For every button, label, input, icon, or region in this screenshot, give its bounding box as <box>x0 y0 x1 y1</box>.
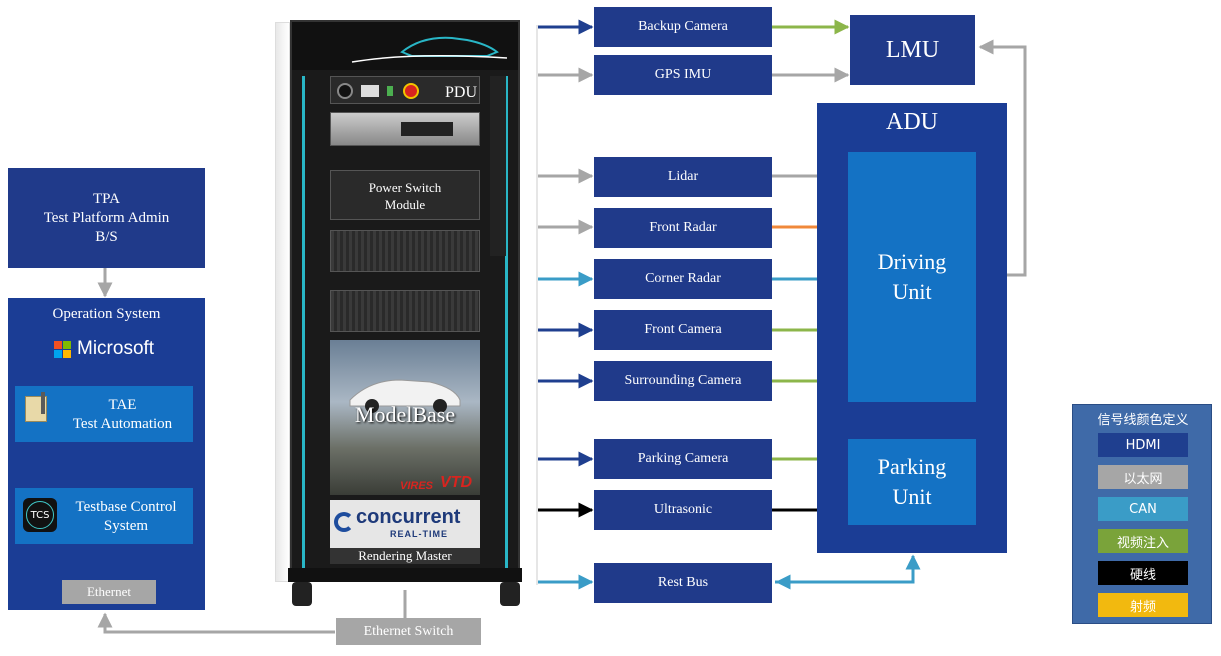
tpa-type: B/S <box>95 228 118 245</box>
power-switch-module: Power Switch Module <box>330 170 480 220</box>
parking-unit-line1: Parking <box>877 454 947 479</box>
adu-label: ADU <box>886 109 938 135</box>
lidar-box: Lidar <box>594 157 772 197</box>
power-knob-icon <box>337 83 353 99</box>
operation-system-panel: Operation System Microsoft TAE Test Auto… <box>8 298 205 610</box>
tae-subtitle: Test Automation <box>72 416 173 432</box>
wheel-right-icon <box>500 582 520 606</box>
parking-unit-box: Parking Unit <box>848 439 976 525</box>
server-rack: PDU Power Switch Module ModelBase VIRES … <box>275 20 522 610</box>
wheel-left-icon <box>292 582 312 606</box>
power-switch-line2: Module <box>384 197 426 212</box>
microsoft-logo: Microsoft <box>54 338 154 360</box>
line-restbus-to-adu <box>775 554 921 584</box>
tpa-box: TPA Test Platform Admin B/S <box>8 168 205 268</box>
pdu-panel <box>330 76 480 104</box>
tcs-icon: TCS <box>23 498 57 532</box>
legend-item-rf: 射频 <box>1098 593 1188 617</box>
modelbase-label: ModelBase <box>354 402 456 427</box>
tae-box: TAE Test Automation <box>15 386 193 442</box>
pdu-label: PDU <box>445 84 478 101</box>
car-image-icon <box>349 379 461 413</box>
rack-header <box>292 22 518 70</box>
microsoft-label: Microsoft <box>77 338 155 359</box>
rack-device-unit <box>330 112 480 146</box>
modelbase-panel: ModelBase VIRES VTD <box>330 340 480 495</box>
indicator-green-icon <box>387 86 393 96</box>
tcs-title: Testbase Control <box>75 499 177 515</box>
tpa-title: TPA <box>93 190 120 207</box>
rack-base <box>288 568 522 582</box>
parking-camera-box: Parking Camera <box>594 439 772 479</box>
emergency-stop-icon <box>403 83 419 99</box>
ethernet-switch-box: Ethernet Switch <box>336 618 481 645</box>
os-title: Operation System <box>52 306 161 322</box>
rack-accent-left <box>302 76 305 576</box>
parking-unit-line2: Unit <box>892 484 932 509</box>
lmu-box: LMU <box>850 15 975 85</box>
legend-item-video: 视频注入 <box>1098 529 1188 553</box>
corner-radar-box: Corner Radar <box>594 259 772 299</box>
ultrasonic-box: Ultrasonic <box>594 490 772 530</box>
front-radar-box: Front Radar <box>594 208 772 248</box>
front-camera-box: Front Camera <box>594 310 772 350</box>
legend-item-hardwire: 硬线 <box>1098 561 1188 585</box>
car-logo-icon <box>351 36 508 63</box>
windows-icon <box>54 340 71 358</box>
vires-label: VIRES <box>400 480 434 492</box>
adu-box: ADU Driving Unit Parking Unit <box>817 103 1007 553</box>
device-display <box>401 122 453 136</box>
rendering-master-label: Rendering Master <box>330 548 480 564</box>
driving-unit-line1: Driving <box>877 249 947 274</box>
concurrent-label: concurrent <box>356 506 461 528</box>
surrounding-camera-box: Surrounding Camera <box>594 361 772 401</box>
rack-accent-right <box>505 76 508 576</box>
realtime-label: REAL-TIME <box>390 529 448 539</box>
driving-unit-box: Driving Unit <box>848 152 976 402</box>
line-switch-to-eth <box>97 612 335 634</box>
driving-unit-line2: Unit <box>892 279 932 304</box>
legend-title: 信号线颜色定义 <box>1097 413 1189 428</box>
tcs-subtitle: System <box>103 518 149 534</box>
os-ethernet-box: Ethernet <box>62 580 156 604</box>
rack-server-1 <box>330 230 480 272</box>
vtd-label: VTD <box>440 474 472 491</box>
concurrent-swirl-icon <box>334 512 354 532</box>
rack-server-2 <box>330 290 480 332</box>
rest-bus-box: Rest Bus <box>594 563 772 603</box>
power-switch-line1: Power Switch <box>368 180 442 195</box>
tcs-icon-label: TCS <box>26 501 54 529</box>
legend-item-hdmi: HDMI <box>1098 433 1188 457</box>
rack-side-left <box>275 22 290 582</box>
switch-icon <box>361 85 379 97</box>
tae-icon-stick <box>41 392 45 414</box>
rack-side-rail <box>490 76 506 256</box>
legend-item-ethernet: 以太网 <box>1098 465 1188 489</box>
tpa-subtitle: Test Platform Admin <box>43 209 170 226</box>
tcs-box: TCS Testbase Control System <box>15 488 193 544</box>
legend-item-can: CAN <box>1098 497 1188 521</box>
backup-camera-box: Backup Camera <box>594 7 772 47</box>
gps-imu-box: GPS IMU <box>594 55 772 95</box>
tae-title: TAE <box>108 397 137 413</box>
